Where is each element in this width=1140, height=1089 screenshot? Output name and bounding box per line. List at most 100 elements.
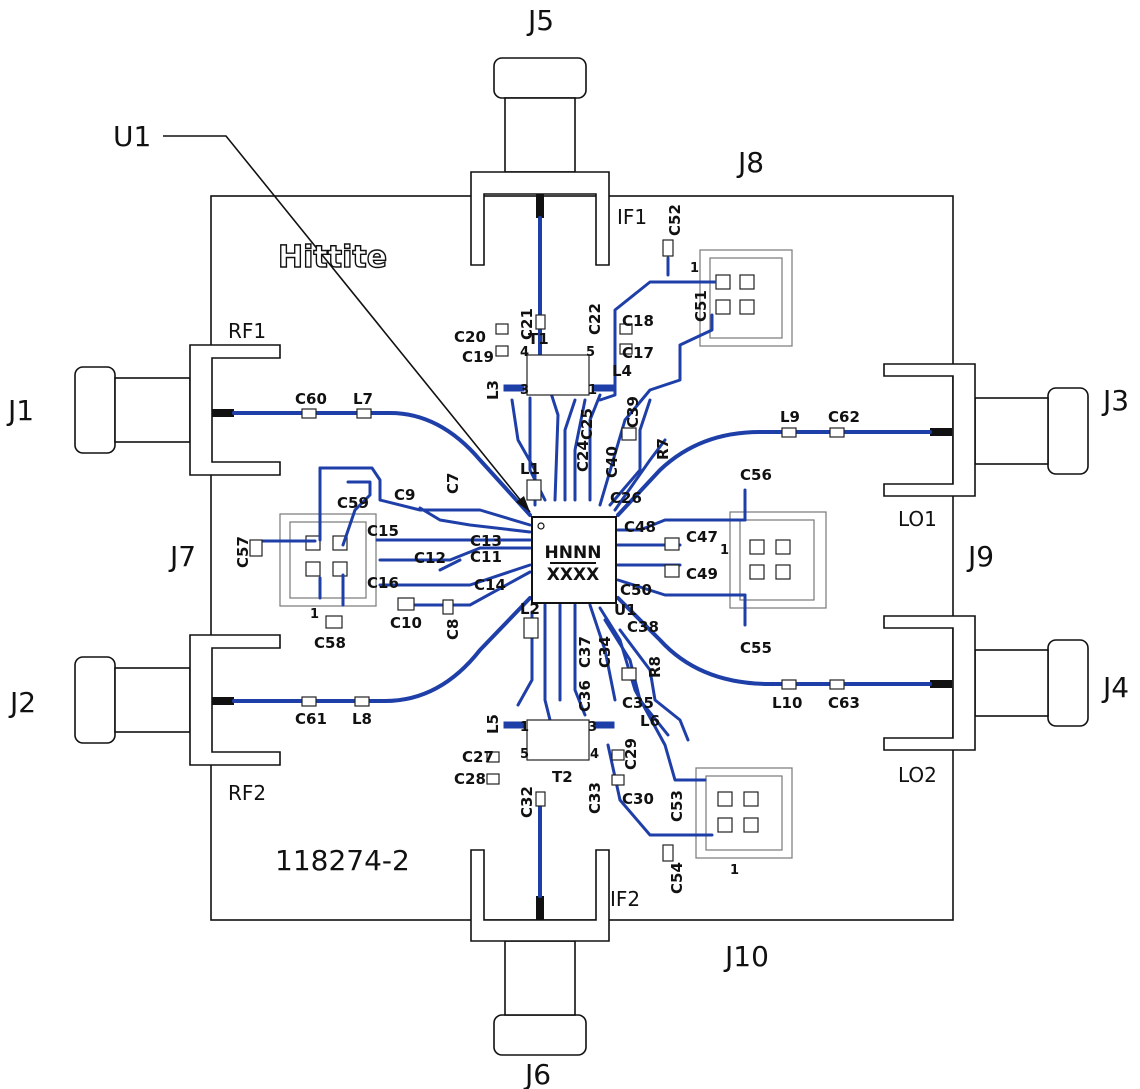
- label-c36: C36: [576, 680, 594, 712]
- label-j7: J7: [168, 540, 196, 573]
- label-c21: C21: [518, 308, 536, 340]
- header-j9: [729, 511, 827, 609]
- label-t2_4: 4: [590, 747, 599, 762]
- connector-j1: [74, 344, 281, 476]
- label-l3: L3: [484, 380, 502, 400]
- header-j7: [279, 513, 377, 607]
- label-c38: C38: [627, 618, 659, 636]
- label-c63: C63: [828, 694, 860, 712]
- label-c55: C55: [740, 639, 772, 657]
- label-c13: C13: [470, 532, 502, 550]
- label-c22: C22: [586, 303, 604, 335]
- label-c33: C33: [586, 782, 604, 814]
- label-c8: C8: [444, 619, 462, 640]
- label-l2: L2: [520, 600, 540, 618]
- label-c34: C34: [596, 636, 614, 668]
- label-j3: J3: [1101, 384, 1129, 417]
- header-j8: [699, 249, 793, 347]
- connector-j4: [883, 615, 1089, 751]
- label-hdr_left_1: 1: [310, 607, 319, 622]
- connector-j3: [883, 363, 1089, 497]
- chip-label-line2: XXXX: [547, 565, 599, 585]
- label-c56: C56: [740, 466, 772, 484]
- label-u1-callout: U1: [113, 120, 151, 153]
- label-if2: IF2: [610, 887, 640, 911]
- label-l8: L8: [352, 710, 372, 728]
- label-t1: T1: [528, 330, 549, 348]
- label-c25: C25: [578, 408, 596, 440]
- label-u1b: U1: [614, 601, 637, 619]
- label-l7: L7: [353, 390, 373, 408]
- u1-callout-arrow: [516, 496, 530, 512]
- label-c7: C7: [444, 473, 462, 494]
- label-l10: L10: [772, 694, 802, 712]
- label-c27: C27: [462, 748, 494, 766]
- connector-j2: [74, 634, 281, 766]
- label-l5: L5: [484, 714, 502, 734]
- label-l1: L1: [520, 460, 540, 478]
- label-c60: C60: [295, 390, 327, 408]
- label-c61: C61: [295, 710, 327, 728]
- label-c47: C47: [686, 528, 718, 546]
- u1-callout-leader: [163, 135, 531, 513]
- label-c15: C15: [367, 522, 399, 540]
- label-t2: T2: [552, 768, 573, 786]
- label-l6: L6: [640, 712, 660, 730]
- label-c58: C58: [314, 634, 346, 652]
- label-j1: J1: [6, 394, 34, 427]
- label-t2_1: 1: [520, 720, 529, 735]
- label-r7: R7: [654, 438, 672, 460]
- label-c24: C24: [574, 440, 592, 472]
- label-rf2: RF2: [228, 781, 266, 805]
- chip-label-line1: HNNN: [545, 543, 602, 563]
- label-hdr_bottom_1: 1: [730, 863, 739, 878]
- component-pads: [249, 239, 845, 862]
- label-lo1: LO1: [898, 507, 937, 531]
- label-t1_4: 4: [520, 345, 529, 360]
- label-c37: C37: [576, 636, 594, 668]
- pin-numbers: 4 5 3 1 1 3 5 4 1 1 1 1: [310, 261, 739, 878]
- label-c12: C12: [414, 549, 446, 567]
- label-l9: L9: [780, 408, 800, 426]
- label-c59: C59: [337, 494, 369, 512]
- label-c62: C62: [828, 408, 860, 426]
- label-hdr_right_1: 1: [720, 543, 729, 558]
- label-c35: C35: [622, 694, 654, 712]
- connector-j5: [470, 57, 610, 266]
- label-c17: C17: [622, 344, 654, 362]
- label-c50: C50: [620, 581, 652, 599]
- label-j6: J6: [523, 1058, 551, 1089]
- label-c26: C26: [610, 489, 642, 507]
- label-j5: J5: [526, 4, 554, 37]
- label-c28: C28: [454, 770, 486, 788]
- label-t2_5: 5: [520, 747, 529, 762]
- label-c53: C53: [668, 790, 686, 822]
- label-j9: J9: [966, 540, 994, 573]
- logo-hittite: Hittite: [278, 240, 387, 275]
- label-c20: C20: [454, 328, 486, 346]
- label-c30: C30: [622, 790, 654, 808]
- label-c51: C51: [692, 290, 710, 322]
- label-j10: J10: [723, 940, 769, 973]
- label-c54: C54: [668, 862, 686, 894]
- board-id: 118274-2: [275, 844, 410, 877]
- label-c49: C49: [686, 565, 718, 583]
- label-j4: J4: [1101, 671, 1129, 704]
- label-c52: C52: [666, 204, 684, 236]
- label-t1_1: 1: [588, 383, 597, 398]
- label-r8: R8: [646, 656, 664, 678]
- label-c19: C19: [462, 348, 494, 366]
- label-c11: C11: [470, 548, 502, 566]
- label-c29: C29: [622, 738, 640, 770]
- label-c39: C39: [624, 396, 642, 428]
- label-c14: C14: [474, 576, 506, 594]
- label-c40: C40: [603, 446, 621, 478]
- u1-chip: [531, 516, 617, 604]
- label-c10: C10: [390, 614, 422, 632]
- label-j8: J8: [736, 146, 764, 179]
- label-lo2: LO2: [898, 763, 937, 787]
- label-c16: C16: [367, 574, 399, 592]
- label-c32: C32: [518, 786, 536, 818]
- component-labels-vertical: C21 C22 L3 C52 C51 C25 C24 C40 C39 R7 C7…: [234, 204, 710, 894]
